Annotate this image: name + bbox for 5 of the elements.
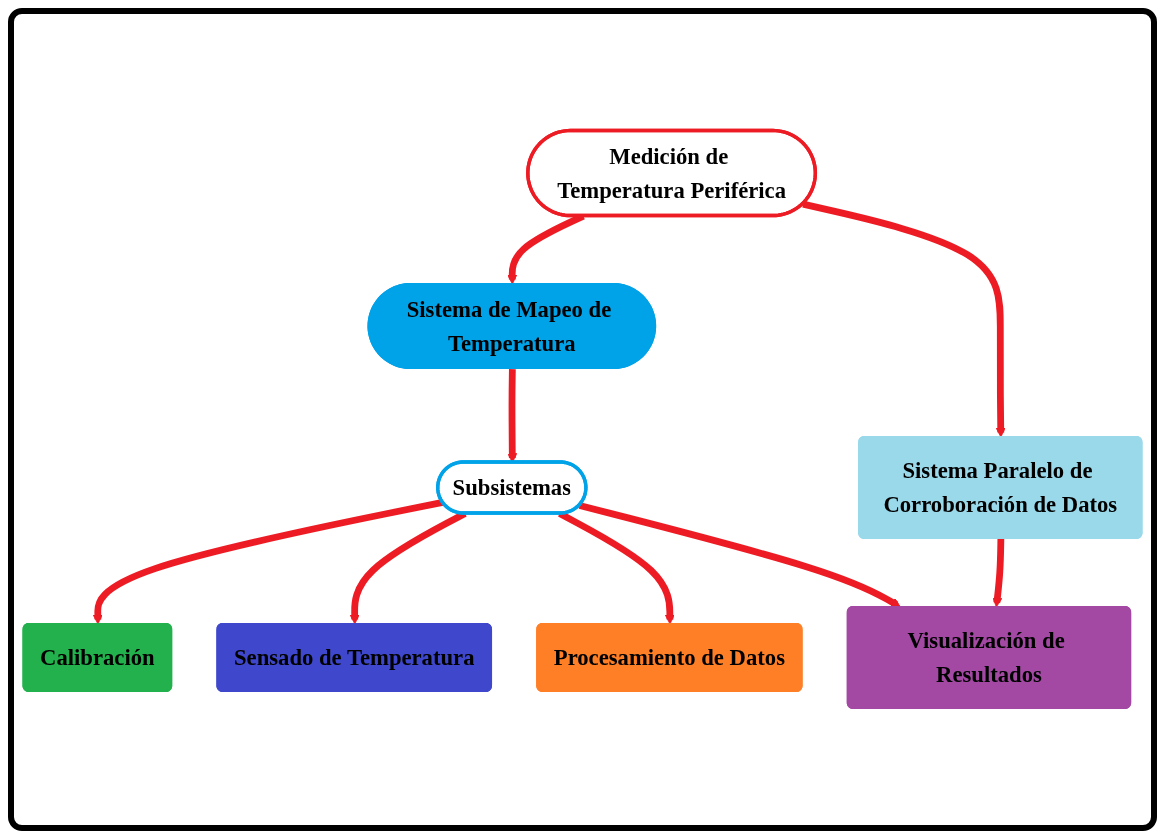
arrow xyxy=(802,200,1006,438)
arrow xyxy=(578,502,901,608)
arrow xyxy=(92,499,444,625)
arrow xyxy=(992,539,1005,608)
diagram-border: Medición de Temperatura Periférica Sistema de Mapeo de Temperatura Subsistemas Sistema Paralelo de Corroboración de Datos Calibración Sensado de Temperatura Procesamiento de Datos Visualización de Resultados xyxy=(8,8,1157,831)
